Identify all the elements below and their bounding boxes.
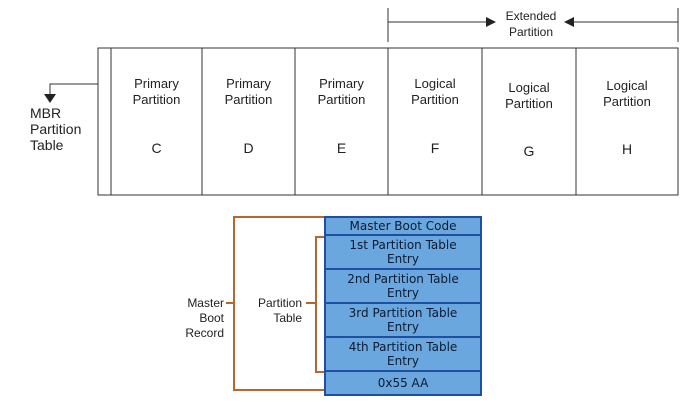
partition-cell-h: Logical Partition H [576, 48, 678, 195]
mbr-row-partition-entry-1: 1st Partition Table Entry [324, 234, 482, 270]
master-boot-record-label: Master Boot Record [185, 296, 224, 340]
partition-table-label: Partition Table [257, 296, 302, 325]
partition-cell-d: Primary Partition D [202, 48, 295, 195]
partition-drive-letter: C [151, 140, 162, 156]
partition-cell-c: Primary Partition C [111, 48, 202, 195]
partition-type-label: Primary Partition [317, 76, 366, 107]
partition-drive-letter: E [336, 140, 347, 156]
partition-type-label: Primary Partition [132, 76, 181, 107]
partition-drive-letter: F [430, 140, 440, 156]
mbr-row-master-boot-code: Master Boot Code [324, 216, 482, 236]
mbr-row-signature: 0x55 AA [324, 370, 482, 396]
mbr-partition-table-label: MBR Partition Table [30, 105, 82, 153]
partition-cell-e: Primary Partition E [295, 48, 388, 195]
mbr-row-partition-entry-3: 3rd Partition Table Entry [324, 302, 482, 338]
partition-drive-letter: H [621, 141, 633, 157]
extended-right-arrowhead [564, 17, 574, 27]
partition-type-label: Primary Partition [224, 76, 273, 107]
extended-partition-label: Extended Partition [505, 9, 557, 39]
partition-drive-letter: G [523, 143, 535, 159]
partition-type-label: Logical Partition [411, 76, 459, 107]
partition-type-label: Logical Partition [603, 78, 651, 109]
extended-left-arrowhead [486, 17, 496, 27]
mbr-row-partition-entry-2: 2nd Partition Table Entry [324, 268, 482, 304]
partition-table-bracket [315, 236, 324, 373]
partition-type-label: Logical Partition [505, 80, 553, 111]
mbr-structure-stack: Master Boot Code 1st Partition Table Ent… [324, 216, 482, 396]
mbr-pointer-arrowhead [44, 94, 56, 103]
partition-cell-g: Logical Partition G [482, 48, 576, 195]
mbr-pointer-line [49, 83, 98, 96]
partition-cell-f: Logical Partition F [388, 48, 482, 195]
partition-drive-letter: D [243, 140, 254, 156]
mbr-row-partition-entry-4: 4th Partition Table Entry [324, 336, 482, 372]
